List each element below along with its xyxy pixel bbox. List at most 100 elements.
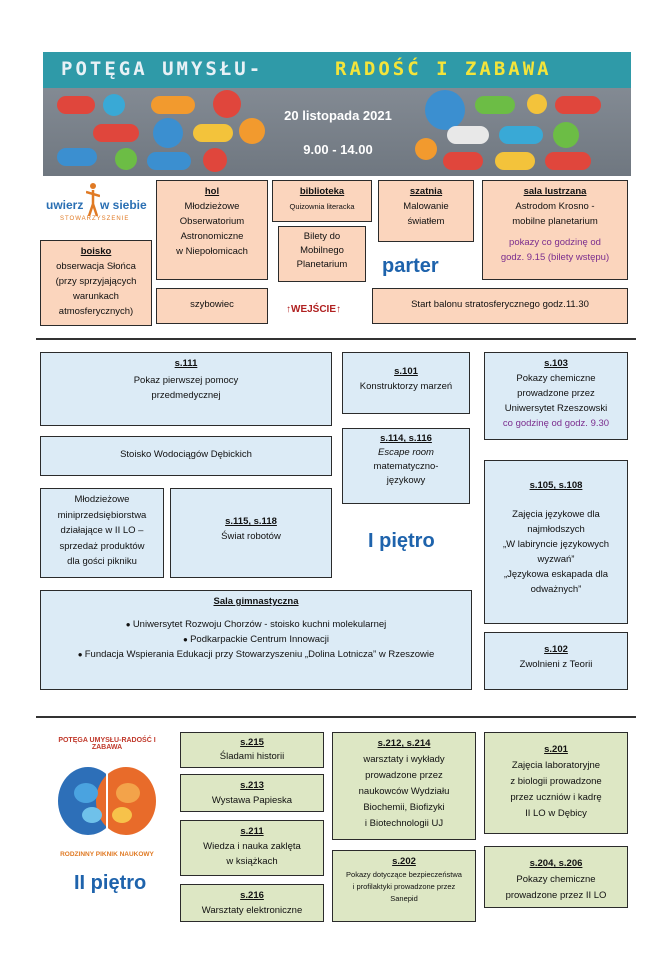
banner-title-part1: POTĘGA UMYSŁU- bbox=[61, 58, 264, 80]
area-boisko: boisko obserwacja Słońca (przy sprzyjają… bbox=[40, 240, 152, 326]
room-sala-gimnastyczna: Sala gimnastyczna Uniwersytet Rozwoju Ch… bbox=[40, 590, 472, 690]
area-wodociagi: Stoisko Wodociągów Dębickich bbox=[40, 436, 332, 476]
science-icon bbox=[447, 126, 489, 144]
room-text: najmłodszych bbox=[527, 524, 585, 535]
room-text: Wystawa Papieska bbox=[211, 795, 293, 806]
banner-title-bar: POTĘGA UMYSŁU- RADOŚĆ I ZABAWA bbox=[43, 52, 631, 88]
room-text: „Językowa eskapada dla bbox=[503, 569, 609, 580]
science-icon bbox=[193, 124, 233, 142]
room-title: s.202 bbox=[392, 856, 416, 867]
room-title: s.111 bbox=[174, 358, 198, 369]
room-text: dla gości pikniku bbox=[67, 556, 137, 567]
room-title: s.201 bbox=[544, 744, 568, 755]
room-text: światłem bbox=[407, 216, 445, 227]
room-s101: s.101 Konstruktorzy marzeń bbox=[342, 352, 470, 414]
room-text: Sanepid bbox=[390, 894, 418, 903]
room-s105: s.105, s.108 Zajęcia językowe dla najmło… bbox=[484, 460, 628, 624]
room-text: prowadzone przez bbox=[365, 770, 443, 781]
room-text: (przy sprzyjających bbox=[55, 276, 137, 287]
room-s202: s.202 Pokazy dotyczące bezpieczeństwa i … bbox=[332, 850, 476, 922]
area-mlodziezowe-miniprzedsiebiorstwa: Młodzieżowe miniprzedsiębiorstwa działaj… bbox=[40, 488, 164, 578]
room-schedule: pokazy co godzinę od bbox=[509, 237, 601, 248]
room-text: obserwacja Słońca bbox=[56, 261, 136, 272]
room-s213: s.213 Wystawa Papieska bbox=[180, 774, 324, 812]
room-s111: s.111 Pokaz pierwszej pomocy przedmedycz… bbox=[40, 352, 332, 426]
floor-label-1: I piętro bbox=[368, 530, 435, 552]
uwierz-w-siebie-logo: uwierz w siebie STOWARZYSZENIE bbox=[42, 180, 152, 230]
floor-label-2: II piętro bbox=[74, 872, 147, 894]
room-schedule: godz. 9.15 (bilety wstępu) bbox=[500, 252, 610, 263]
room-text: Świat robotów bbox=[221, 531, 281, 542]
science-icon bbox=[499, 126, 543, 144]
room-title: biblioteka bbox=[299, 186, 345, 197]
room-sala-lustrzana: sala lustrzana Astrodom Krosno - mobilne… bbox=[482, 180, 628, 280]
room-text: matematyczno- bbox=[373, 461, 439, 472]
piknik-naukowy-logo: POTĘGA UMYSŁU-RADOŚĆ I ZABAWA RODZINNY P… bbox=[42, 735, 172, 863]
room-title: szatnia bbox=[409, 186, 443, 197]
room-text: Bilety do bbox=[303, 231, 341, 242]
room-text: Stoisko Wodociągów Dębickich bbox=[120, 449, 252, 460]
event-date: 20 listopada 2021 bbox=[284, 108, 392, 123]
person-icon bbox=[85, 182, 101, 218]
room-bilety: Bilety do Mobilnego Planetarium bbox=[278, 226, 366, 282]
room-text: Biochemii, Biofizyki bbox=[363, 802, 445, 813]
event-time: 9.00 - 14.00 bbox=[303, 142, 373, 157]
room-text: Pokaz pierwszej pomocy bbox=[133, 375, 239, 386]
science-icon bbox=[495, 152, 535, 170]
room-s216: s.216 Warsztaty elektroniczne bbox=[180, 884, 324, 922]
science-icon bbox=[93, 124, 139, 142]
science-icon bbox=[415, 138, 437, 160]
logo-word-uwierz: uwierz bbox=[46, 198, 84, 212]
room-title: s.115, s.118 bbox=[225, 516, 277, 527]
section-divider bbox=[36, 338, 636, 340]
logo-arc-text: POTĘGA UMYSŁU-RADOŚĆ I ZABAWA bbox=[58, 737, 156, 751]
room-text: Planetarium bbox=[296, 259, 348, 270]
room-text: Wiedza i nauka zaklęta bbox=[203, 841, 301, 852]
logo-word-w-siebie: w siebie bbox=[100, 198, 147, 212]
room-text: Zajęcia językowe dla bbox=[512, 509, 600, 520]
room-text: Zajęcia laboratoryjne bbox=[511, 760, 601, 771]
room-text: w Niepołomicach bbox=[176, 246, 248, 257]
science-icon bbox=[527, 94, 547, 114]
room-text: przez uczniów i kadrę bbox=[510, 792, 602, 803]
room-text: „W labiryncie językowych bbox=[502, 539, 610, 550]
room-text: Warsztaty elektroniczne bbox=[201, 905, 303, 916]
room-schedule: co godzinę od godz. 9.30 bbox=[502, 418, 610, 429]
science-icon bbox=[545, 152, 591, 170]
section-divider bbox=[36, 716, 636, 718]
area-szybowiec: szybowiec bbox=[156, 288, 268, 324]
room-text: językowy bbox=[386, 475, 426, 486]
room-title: sala lustrzana bbox=[523, 186, 587, 197]
room-s115: s.115, s.118 Świat robotów bbox=[170, 488, 332, 578]
logo-caption: RODZINNY PIKNIK NAUKOWY bbox=[60, 851, 154, 858]
room-title: s.103 bbox=[544, 358, 568, 369]
science-icon bbox=[151, 96, 195, 114]
room-title: boisko bbox=[80, 246, 112, 257]
room-title: s.204, s.206 bbox=[529, 858, 583, 869]
science-icon bbox=[443, 152, 483, 170]
room-text: Start balonu stratosferycznego godz.11.3… bbox=[411, 299, 589, 310]
room-text: miniprzedsiębiorstwa bbox=[57, 509, 147, 521]
science-icon bbox=[203, 148, 227, 172]
room-text: sprzedaż produktów bbox=[59, 540, 145, 552]
flask-icon bbox=[425, 90, 465, 130]
room-text: warunkach bbox=[73, 291, 119, 302]
room-title: s.211 bbox=[240, 826, 264, 837]
area-balon: Start balonu stratosferycznego godz.11.3… bbox=[372, 288, 628, 324]
room-text: Śladami historii bbox=[219, 751, 285, 762]
room-text: mobilne planetarium bbox=[512, 216, 598, 227]
room-text: Młodzieżowe bbox=[74, 494, 130, 505]
logo-subtitle: STOWARZYSZENIE bbox=[60, 216, 130, 222]
science-icon bbox=[213, 90, 241, 118]
room-text: Uniwersytet Rzeszowski bbox=[504, 403, 608, 414]
exhibitor-item: Uniwersytet Rozwoju Chorzów - stoisko ku… bbox=[45, 617, 467, 632]
event-banner: POTĘGA UMYSŁU- RADOŚĆ I ZABAWA 20 listop… bbox=[43, 52, 631, 176]
room-s215: s.215 Śladami historii bbox=[180, 732, 324, 768]
room-s103: s.103 Pokazy chemiczne prowadzone przez … bbox=[484, 352, 628, 440]
room-s102: s.102 Zwolnieni z Teorii bbox=[484, 632, 628, 690]
exhibitor-item: Podkarpackie Centrum Innowacji bbox=[45, 632, 467, 647]
room-text: działające w II LO – bbox=[60, 525, 144, 536]
room-text: Pokazy chemiczne bbox=[516, 373, 596, 384]
room-title: s.102 bbox=[544, 644, 568, 655]
room-s204: s.204, s.206 Pokazy chemiczne prowadzone… bbox=[484, 846, 628, 908]
